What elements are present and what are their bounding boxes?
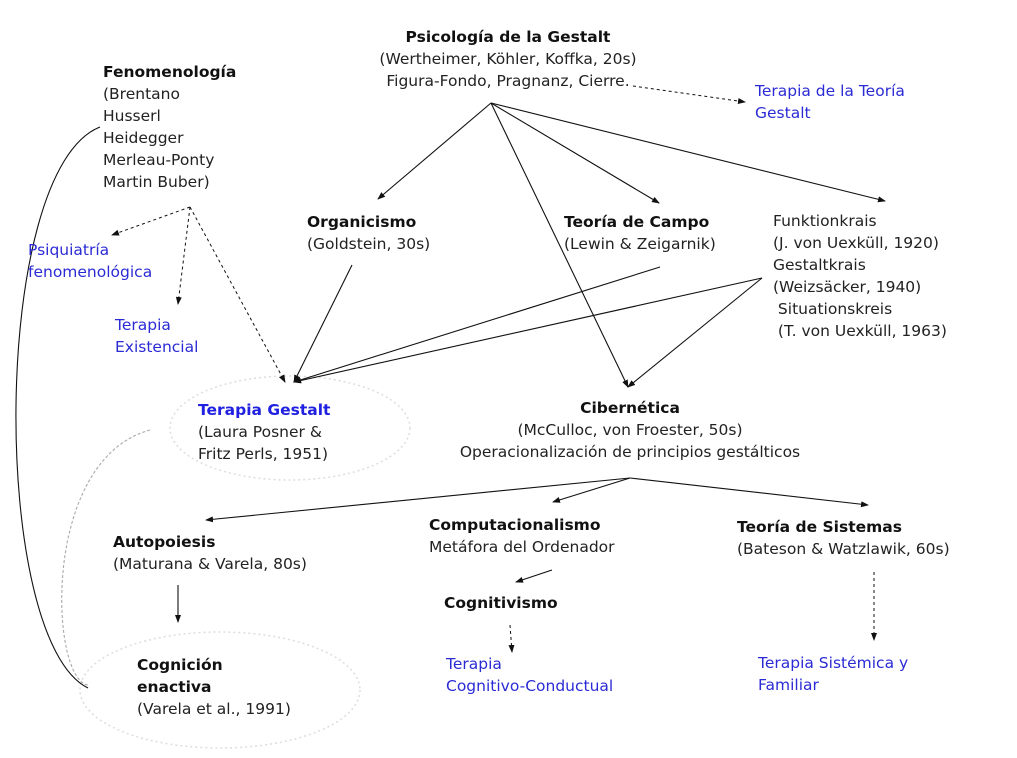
node-line: Cognitivo-Conductual <box>446 677 614 695</box>
node-line: Terapia Sistémica y <box>758 654 909 672</box>
node-line: Terapia <box>115 316 171 334</box>
node-line: Fritz Perls, 1951) <box>198 445 329 463</box>
node-line: Gestalt <box>755 104 811 122</box>
edge-gestalt-organicismo <box>377 102 492 200</box>
node-line: (Laura Posner & <box>198 423 322 441</box>
node-line: (Brentano <box>103 85 180 103</box>
node-line: Martin Buber) <box>103 173 210 191</box>
node-line: Operacionalización de principios gestált… <box>459 443 801 461</box>
edge-fenomenologia-terapia <box>189 206 286 383</box>
edge-campo-terapia <box>293 266 661 383</box>
edge-gestalt-kreis <box>490 102 886 203</box>
node-gestalt-psychology: Psicología de la Gestalt (Wertheimer, Kö… <box>330 26 686 92</box>
node-organicismo: Organicismo (Goldstein, 30s) <box>307 211 430 255</box>
node-line: Existencial <box>115 338 199 356</box>
edge-kreis-terapia <box>293 277 763 384</box>
node-line: Situationskreis <box>773 300 893 318</box>
node-line: (Lewin & Zeigarnik) <box>564 235 716 253</box>
node-line: (Goldstein, 30s) <box>307 235 431 253</box>
node-line: Heidegger <box>103 129 184 147</box>
node-line: fenomenológica <box>28 263 153 281</box>
node-title: Teoría de Campo <box>564 213 710 231</box>
node-title: Cibernética <box>580 399 680 417</box>
edge-organicismo-terapia <box>293 264 353 383</box>
node-sistemica: Terapia Sistémica y Familiar <box>758 652 908 696</box>
node-title: Terapia Gestalt <box>198 401 331 419</box>
node-enactiva: Cognición enactiva (Varela et al., 1991) <box>137 654 291 720</box>
node-line: Figura-Fondo, Pragnanz, Cierre. <box>386 72 630 90</box>
edge-cognitivismo-tcc <box>508 624 515 653</box>
node-line: (Wertheimer, Köhler, Koffka, 20s) <box>379 50 637 68</box>
node-line: (Bateson & Watzlawik, 60s) <box>737 540 950 558</box>
node-campo: Teoría de Campo (Lewin & Zeigarnik) <box>564 211 716 255</box>
node-tcc: Terapia Cognitivo-Conductual <box>446 653 613 697</box>
node-fenomenologia: Fenomenología (Brentano Husserl Heidegge… <box>103 61 236 193</box>
node-existencial: Terapia Existencial <box>115 314 198 358</box>
edge-computacionalismo-cognitivismo <box>515 569 553 583</box>
node-kreis: Funktionkrais (J. von Uexküll, 1920) Ges… <box>773 210 947 342</box>
node-line: (Varela et al., 1991) <box>137 700 291 718</box>
node-sistemas: Teoría de Sistemas (Bateson & Watzlawik,… <box>737 516 950 560</box>
node-psiquiatria: Psiquiatría fenomenológica <box>28 239 152 283</box>
node-line: Husserl <box>103 107 161 125</box>
node-line: (Weizsäcker, 1940) <box>773 278 922 296</box>
node-line: (T. von Uexküll, 1963) <box>773 322 947 340</box>
node-cibernetica: Cibernética (McCulloc, von Froester, 50s… <box>410 397 850 463</box>
node-computacionalismo: Computacionalismo Metáfora del Ordenador <box>429 514 615 558</box>
curve-terapia-enactiva <box>61 429 151 686</box>
highlight-ellipse-enactiva <box>79 631 361 749</box>
node-line: Psiquiatría <box>28 241 110 259</box>
curve-fenomenologia-enactiva <box>15 126 101 689</box>
node-autopoiesis: Autopoiesis (Maturana & Varela, 80s) <box>113 531 307 575</box>
edge-cibernetica-computacionalismo <box>552 477 631 503</box>
edge-cibernetica-sistemas <box>629 477 869 508</box>
node-line: Terapia de la Teoría <box>755 82 905 100</box>
node-line: Gestaltkrais <box>773 256 866 274</box>
node-line: (Maturana & Varela, 80s) <box>113 555 307 573</box>
node-line: Funktionkrais <box>773 212 877 230</box>
edge-kreis-cibernetica <box>627 277 763 388</box>
node-line: Metáfora del Ordenador <box>429 538 615 556</box>
edge-gestalt-teoria-therapy <box>632 85 746 104</box>
highlight-ellipse-terapia-gestalt <box>169 375 411 481</box>
node-title: Fenomenología <box>103 63 237 81</box>
edge-cibernetica-autopoiesis <box>205 477 631 523</box>
node-title: Autopoiesis <box>113 533 216 551</box>
node-line: (McCulloc, von Froester, 50s) <box>517 421 743 439</box>
node-teoria-gestalt-therapy: Terapia de la Teoría Gestalt <box>755 80 905 124</box>
node-line: Merleau-Ponty <box>103 151 215 169</box>
node-title: enactiva <box>137 678 212 696</box>
edge-fenomenologia-psiquiatria <box>111 206 191 236</box>
node-title: Cognitivismo <box>444 594 558 612</box>
node-line: Familiar <box>758 676 819 694</box>
node-line: Terapia <box>446 655 502 673</box>
node-title: Psicología de la Gestalt <box>405 28 611 46</box>
node-title: Computacionalismo <box>429 516 601 534</box>
edge-gestalt-cibernetica <box>490 102 629 388</box>
edge-fenomenologia-existencial <box>175 206 191 305</box>
node-title: Cognición <box>137 656 223 674</box>
node-title: Teoría de Sistemas <box>737 518 902 536</box>
edge-gestalt-campo <box>490 102 660 204</box>
node-cognitivismo: Cognitivismo <box>444 592 558 614</box>
node-terapia-gestalt: Terapia Gestalt (Laura Posner & Fritz Pe… <box>198 399 330 465</box>
node-title: Organicismo <box>307 213 417 231</box>
node-line: (J. von Uexküll, 1920) <box>773 234 939 252</box>
